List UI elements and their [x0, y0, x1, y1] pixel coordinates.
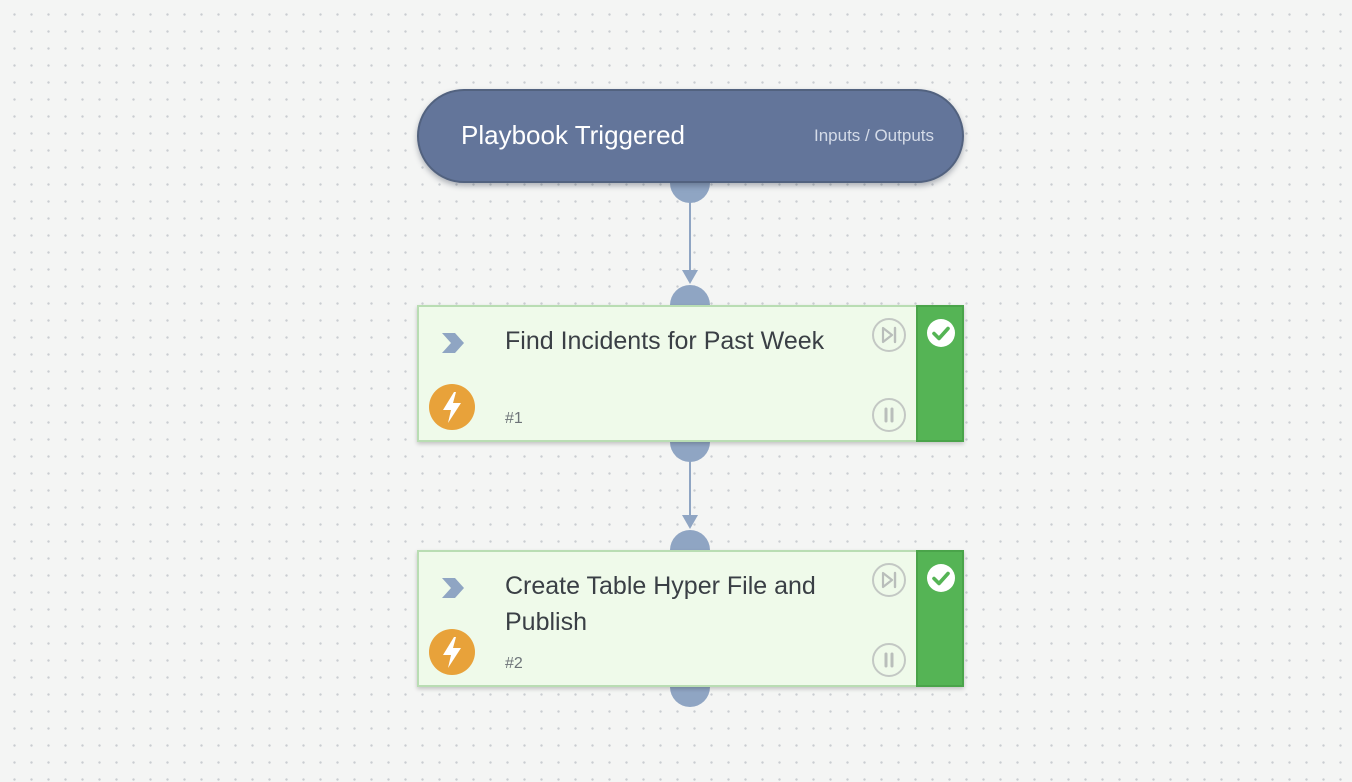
skip-icon: [881, 571, 897, 589]
lightning-icon: [429, 629, 475, 675]
edge-line: [689, 190, 691, 272]
skip-task-button[interactable]: [872, 563, 906, 597]
edge-line: [689, 446, 691, 517]
task-status-bar: [916, 550, 964, 687]
task-status-bar: [916, 305, 964, 442]
pause-icon: [884, 652, 894, 668]
skip-icon: [881, 326, 897, 344]
lightning-icon: [429, 384, 475, 430]
skip-task-button[interactable]: [872, 318, 906, 352]
playbook-triggered-node[interactable]: Playbook Triggered Inputs / Outputs: [417, 89, 964, 183]
check-circle-icon: [927, 319, 955, 347]
pause-task-button[interactable]: [872, 398, 906, 432]
pause-task-button[interactable]: [872, 643, 906, 677]
trigger-title: Playbook Triggered: [461, 120, 686, 150]
inputs-outputs-link[interactable]: Inputs / Outputs: [813, 126, 934, 145]
task-title: Create Table Hyper File and Publish: [505, 572, 816, 636]
task-title: Find Incidents for Past Week: [505, 327, 825, 355]
task-number: #1: [505, 410, 523, 427]
edge-arrow-icon: [682, 515, 698, 529]
pause-icon: [884, 407, 894, 423]
task-node[interactable]: Create Table Hyper File and Publish #2: [417, 550, 964, 687]
chevron-right-icon[interactable]: [441, 331, 465, 355]
edge-arrow-icon: [682, 270, 698, 284]
chevron-right-icon[interactable]: [441, 576, 465, 600]
task-number: #2: [505, 655, 523, 672]
task-node[interactable]: Find Incidents for Past Week #1: [417, 305, 964, 442]
check-circle-icon: [927, 564, 955, 592]
